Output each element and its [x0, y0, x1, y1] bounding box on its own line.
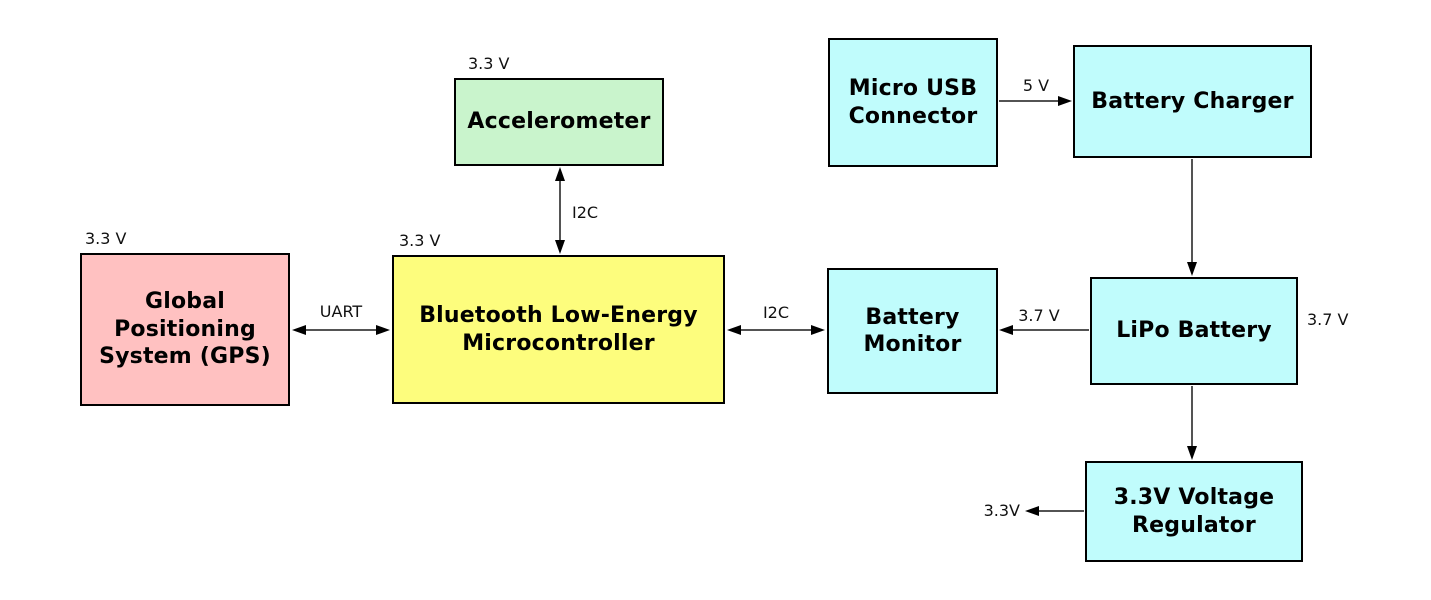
edge-label-i2c-monitor: I2C: [762, 303, 790, 322]
node-battery-monitor-label: Battery Monitor: [863, 304, 962, 358]
edge-label-i2c-accelerometer: I2C: [572, 203, 599, 222]
edge-gps-mcu: [292, 325, 390, 335]
node-lipo-battery: LiPo Battery: [1090, 277, 1298, 385]
voltage-label-gps: 3.3 V: [85, 229, 127, 248]
node-micro-usb-connector-label: Micro USB Connector: [848, 76, 978, 129]
edge-label-uart: UART: [319, 302, 363, 321]
edge-mcu-monitor: [727, 325, 825, 335]
node-micro-usb-connector: Micro USB Connector: [828, 38, 998, 167]
node-mcu: Bluetooth Low-Energy Microcontroller: [392, 255, 725, 404]
node-mcu-label: Bluetooth Low-Energy Microcontroller: [419, 303, 698, 356]
edge-lipo-regulator: [1187, 386, 1197, 460]
edge-label-3-7v: 3.7 V: [1018, 306, 1060, 325]
edge-regulator-output: [1025, 506, 1084, 516]
edge-usb-charger: [999, 96, 1072, 106]
node-accelerometer-label: Accelerometer: [467, 109, 651, 135]
edge-lipo-monitor: [999, 325, 1089, 335]
node-voltage-regulator: 3.3V Voltage Regulator: [1085, 461, 1303, 562]
voltage-label-mcu: 3.3 V: [399, 231, 441, 250]
node-lipo-battery-label: LiPo Battery: [1116, 318, 1272, 344]
edge-label-3-3v-output: 3.3V: [983, 501, 1020, 520]
edge-accelerometer-mcu: [555, 167, 565, 254]
node-gps: Global Positioning System (GPS): [80, 253, 290, 406]
node-battery-charger-label: Battery Charger: [1091, 88, 1294, 114]
node-battery-charger: Battery Charger: [1073, 45, 1312, 158]
node-battery-monitor: Battery Monitor: [827, 268, 998, 394]
edge-label-5v: 5 V: [1022, 76, 1050, 95]
voltage-label-accelerometer: 3.3 V: [468, 54, 510, 73]
voltage-label-lipo-battery: 3.7 V: [1307, 310, 1349, 329]
node-accelerometer: Accelerometer: [454, 78, 664, 166]
edge-charger-lipo: [1187, 159, 1197, 276]
node-voltage-regulator-label: 3.3V Voltage Regulator: [1113, 485, 1275, 538]
node-gps-label: Global Positioning System (GPS): [99, 289, 271, 370]
